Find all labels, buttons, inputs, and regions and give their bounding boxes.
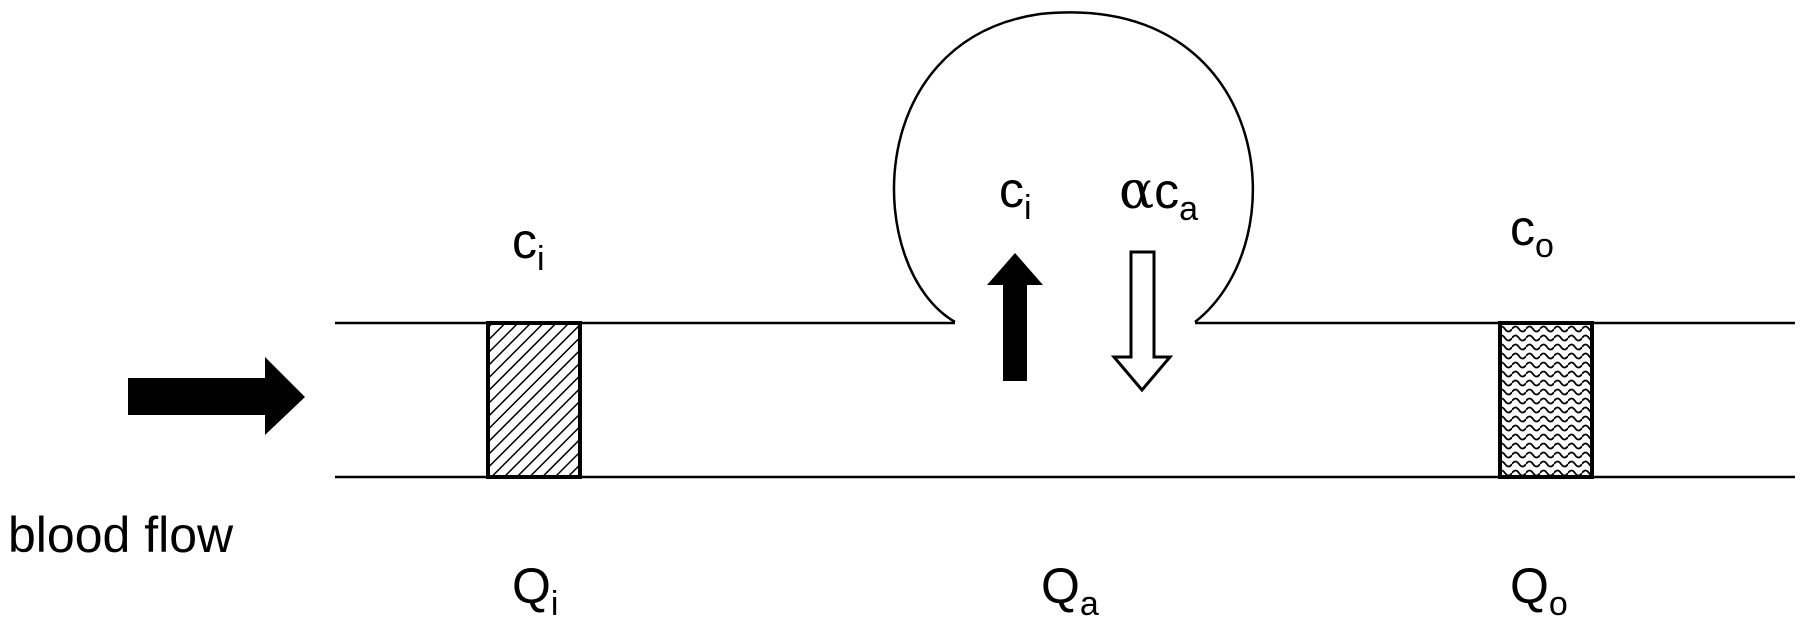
label-inlet-concentration: ci bbox=[512, 213, 545, 278]
label-aneurysm-flow: Qa bbox=[1041, 558, 1099, 623]
label-outlet-flow: Qo bbox=[1510, 558, 1568, 623]
up-arrow-icon bbox=[987, 253, 1043, 381]
inlet-hatched-box bbox=[486, 321, 582, 479]
label-inlet-flow: Qi bbox=[512, 558, 558, 623]
label-aneurysm-outflow: αca bbox=[1119, 161, 1198, 228]
aneurysm-sac bbox=[892, 11, 1255, 324]
caption-blood-flow: blood flow bbox=[8, 507, 234, 563]
right-arrow-icon bbox=[128, 357, 305, 435]
label-aneurysm-inflow: ci bbox=[999, 162, 1032, 227]
outlet-wave-box bbox=[1498, 321, 1594, 479]
label-outlet-concentration: co bbox=[1510, 200, 1554, 265]
down-arrow-icon bbox=[1110, 250, 1174, 393]
